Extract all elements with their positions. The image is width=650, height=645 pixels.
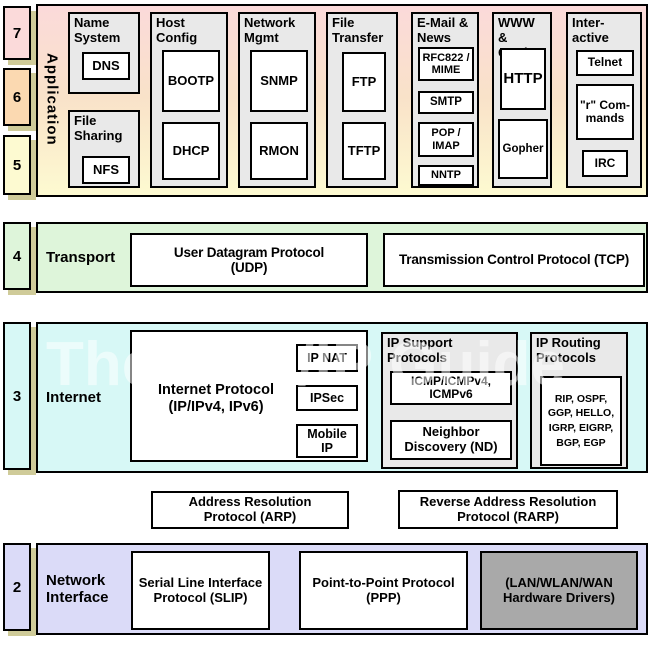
group-email-news: E-Mail & News RFC822 / MIME SMTP POP / I… [411, 12, 479, 188]
group-network-mgmt-title: Network Mgmt [244, 15, 296, 45]
osi-layer-4-badge: 4 [3, 222, 31, 290]
protocol-icmp: ICMP/ICMPv4, ICMPv6 [390, 371, 512, 405]
group-name-system-title: Name System [74, 15, 121, 45]
application-layer-band: Application Name System DNS File Sharing… [36, 4, 648, 197]
protocol-mobile-ip: Mobile IP [296, 424, 358, 458]
protocol-ftp: FTP [342, 52, 386, 112]
group-email-news-title: E-Mail & News [417, 15, 469, 45]
group-ip-support-protocols: IP Support Protocols ICMP/ICMPv4, ICMPv6… [381, 332, 518, 469]
group-file-transfer-title: File Transfer [332, 15, 384, 45]
protocol-neighbor-discovery: Neighbor Discovery (ND) [390, 420, 512, 460]
protocol-telnet: Telnet [576, 50, 634, 76]
protocol-ppp: Point-to-Point Protocol (PPP) [299, 551, 468, 630]
internet-layer-band: Internet Internet Protocol (IP/IPv4, IPv… [36, 322, 648, 473]
protocol-dns: DNS [82, 52, 130, 80]
protocol-tcp: Transmission Control Protocol (TCP) [383, 233, 645, 287]
osi-layer-7-badge: 7 [3, 6, 31, 60]
group-host-config-title: Host Config [156, 15, 198, 45]
protocol-r-commands: "r" Com-mands [576, 84, 634, 140]
protocol-rarp: Reverse Address Resolution Protocol (RAR… [398, 490, 618, 529]
transport-layer-band: Transport User Datagram Protocol (UDP) T… [36, 222, 648, 293]
protocol-routing-list: RIP, OSPF, GGP, HELLO, IGRP, EIGRP, BGP,… [540, 376, 622, 466]
group-host-config: Host Config BOOTP DHCP [150, 12, 228, 188]
group-ip-routing-title: IP Routing Protocols [536, 335, 601, 365]
protocol-nfs: NFS [82, 156, 130, 184]
protocol-pop-imap: POP / IMAP [418, 122, 474, 157]
protocol-ipsec: IPSec [296, 385, 358, 411]
osi-layer-6-badge: 6 [3, 68, 31, 126]
group-ip-support-title: IP Support Protocols [387, 335, 453, 365]
group-file-transfer: File Transfer FTP TFTP [326, 12, 398, 188]
protocol-snmp: SNMP [250, 50, 308, 112]
osi-layer-5-badge: 5 [3, 135, 31, 195]
protocol-smtp: SMTP [418, 91, 474, 114]
application-layer-label: Application [43, 53, 61, 146]
protocol-udp: User Datagram Protocol (UDP) [130, 233, 368, 287]
group-file-sharing-title: File Sharing [74, 113, 123, 143]
protocol-ip-box: Internet Protocol (IP/IPv4, IPv6) IP NAT… [130, 330, 368, 462]
protocol-rfc822-mime: RFC822 / MIME [418, 47, 474, 81]
group-network-mgmt: Network Mgmt SNMP RMON [238, 12, 316, 188]
transport-layer-label: Transport [46, 248, 116, 266]
osi-layer-2-badge: 2 [3, 543, 31, 631]
protocol-rmon: RMON [250, 122, 308, 180]
protocol-nntp: NNTP [418, 165, 474, 186]
osi-layer-3-badge: 3 [3, 322, 31, 470]
internet-layer-label: Internet [46, 388, 102, 406]
protocol-tftp: TFTP [342, 122, 386, 180]
protocol-arp: Address Resolution Protocol (ARP) [151, 491, 349, 529]
protocol-irc: IRC [582, 150, 628, 177]
protocol-ip-nat: IP NAT [296, 344, 358, 372]
protocol-bootp: BOOTP [162, 50, 220, 112]
protocol-gopher: Gopher [498, 119, 548, 179]
group-name-system: Name System DNS [68, 12, 140, 94]
group-interactive-title: Inter-active [572, 15, 609, 45]
group-ip-routing-protocols: IP Routing Protocols RIP, OSPF, GGP, HEL… [530, 332, 628, 469]
network-interface-layer-band: Network Interface Serial Line Interface … [36, 543, 648, 635]
protocol-ip-label: Internet Protocol (IP/IPv4, IPv6) [157, 382, 274, 416]
protocol-dhcp: DHCP [162, 122, 220, 180]
protocol-http: HTTP [500, 48, 546, 110]
hardware-drivers-box: (LAN/WLAN/WAN Hardware Drivers) [480, 551, 638, 630]
group-interactive: Inter-active Telnet "r" Com-mands IRC [566, 12, 642, 188]
protocol-slip: Serial Line Interface Protocol (SLIP) [131, 551, 270, 630]
network-interface-layer-label: Network Interface [46, 571, 109, 606]
group-www-gopher: WWW & Gopher HTTP Gopher [492, 12, 552, 188]
group-file-sharing: File Sharing NFS [68, 110, 140, 188]
